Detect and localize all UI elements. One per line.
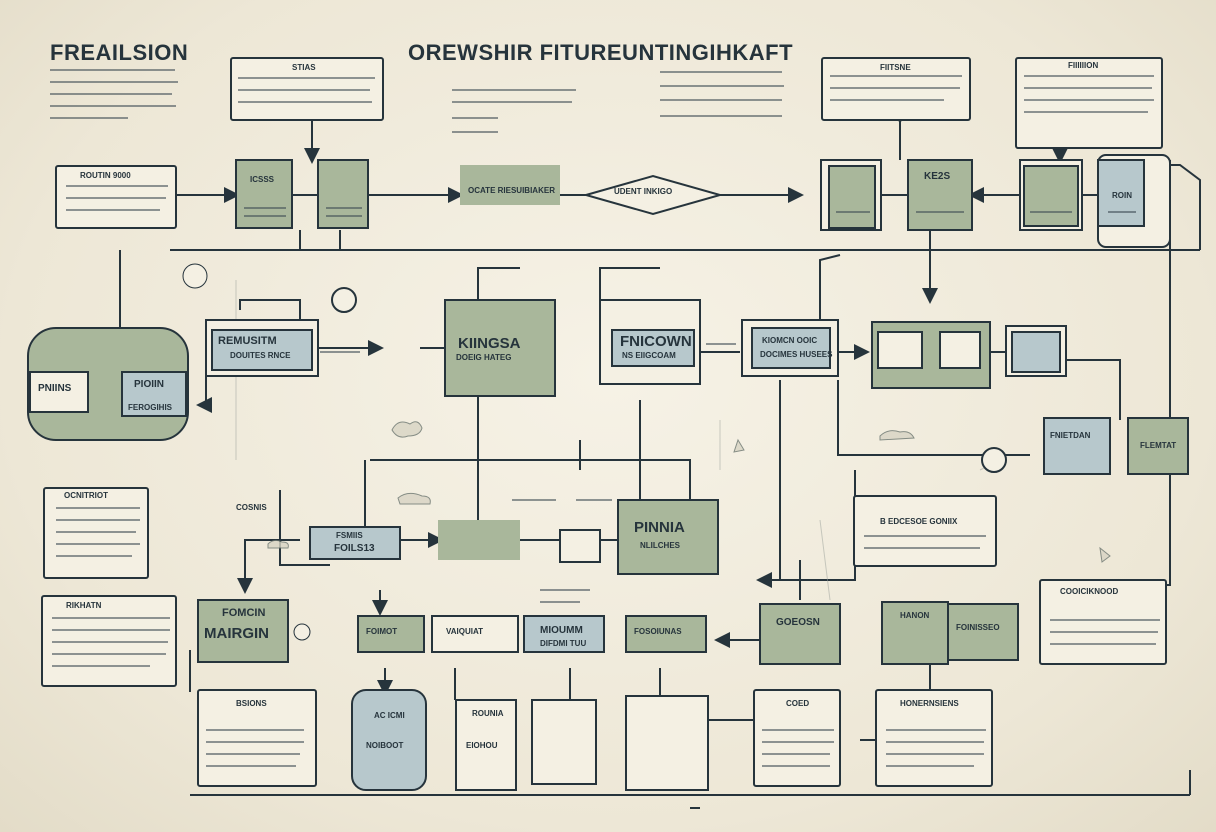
node-label: NS EIIGCOAM [622, 351, 676, 360]
node-label: RIKHATN [66, 601, 102, 610]
node-label: AC ICMI [374, 711, 405, 720]
node-label: DOEIG HATEG [456, 353, 512, 362]
note-boxes [41, 57, 1171, 787]
node-label: KIINGSA [458, 335, 521, 352]
note-label: FIIIIIION [1068, 61, 1099, 70]
node-label: PIOIIN [134, 379, 165, 390]
note-label: FIITSNE [880, 63, 911, 72]
node-boxes [27, 159, 1189, 791]
node-label: FEROGIHIS [128, 403, 173, 412]
node-label: OCNITRIOT [64, 491, 108, 500]
node-label: FNIETDAN [1050, 431, 1091, 440]
node-label: MIOUMM [540, 625, 583, 636]
node-label: FOMCIN [222, 607, 266, 619]
node-label: OCATE RIESUIBIAKER [468, 186, 555, 195]
scribble-text [50, 69, 1160, 767]
node-label: COED [786, 699, 810, 708]
node-label: MAIRGIN [204, 625, 269, 642]
node-label: DOCIMES HUSEES [760, 350, 833, 359]
node-label: PINNIA [634, 519, 685, 536]
header-left-title: FREAILSION [50, 40, 189, 65]
decision-diamond [582, 174, 724, 216]
node-label: FOIMOT [366, 627, 398, 636]
node-label: KE2S [924, 171, 951, 182]
node-label: FNICOWN [620, 333, 692, 350]
connector-lines [119, 108, 1201, 809]
node-label: COOICIKNOOD [1060, 587, 1119, 596]
node-label: ROUNIA [472, 709, 504, 718]
node-label: DIFDMI TUU [540, 639, 587, 648]
page-title: OREWSHIR FITUREUNTINGIHKAFT [408, 40, 794, 65]
node-label: REMUSITM [218, 335, 277, 347]
node-label: FSMIIS [336, 531, 363, 540]
sketch-blobs [267, 421, 1111, 563]
node-label: HANON [900, 611, 930, 620]
node-label: FOSOIUNAS [634, 627, 682, 636]
node-label: ICSSS [250, 175, 275, 184]
node-label: HONERNSIENS [900, 699, 959, 708]
note-label: STIAS [292, 63, 316, 72]
node-label: PNIINS [38, 383, 72, 394]
node-label: B EDCESOE GONIIX [880, 517, 958, 526]
node-label: KIOMCN OOIC [762, 336, 818, 345]
junction-circles [182, 263, 1007, 641]
node-label: DOUITES RNCE [230, 351, 291, 360]
node-label: FOILS13 [334, 543, 375, 554]
node-label: ROIN [1112, 191, 1132, 200]
node-label: FLEMTAT [1140, 441, 1177, 450]
node-label: NLILCHES [640, 541, 680, 550]
node-label: COSNIS [236, 503, 267, 512]
node-label: BSIONS [236, 699, 267, 708]
node-label: FOINISSEO [956, 623, 1000, 632]
node-label: VAIQUIAT [446, 627, 484, 636]
node-label: NOIBOOT [366, 741, 404, 750]
node-label: ROUTIN 9000 [80, 171, 131, 180]
node-label: GOEOSN [776, 617, 820, 628]
node-label: EIOHOU [466, 741, 498, 750]
node-label: UDENT INKIGO [614, 187, 673, 196]
